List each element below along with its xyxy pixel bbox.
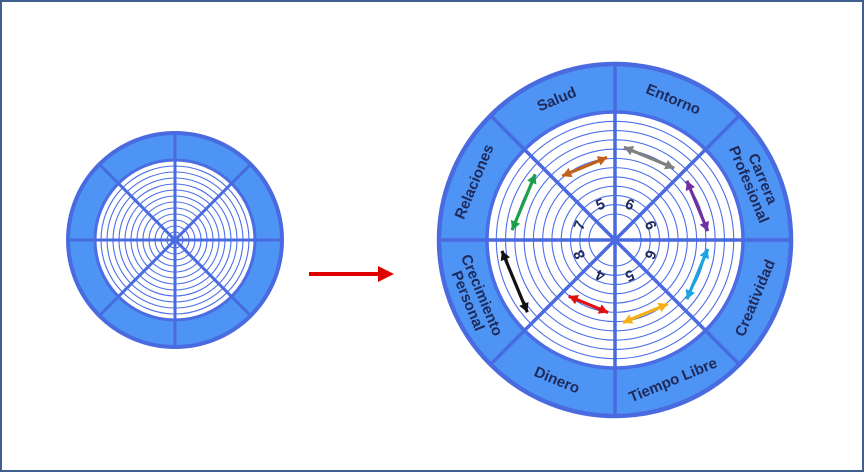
- scored-wheel-divider-line: [489, 238, 617, 366]
- score-arrow-head: [527, 174, 537, 185]
- score-arrow-head: [685, 180, 695, 191]
- score-arrow-shaft: [685, 248, 710, 300]
- transition-arrow: [309, 266, 394, 282]
- score-arrow-head: [699, 220, 709, 232]
- score-arrow-head: [622, 314, 634, 324]
- score-arrow-head: [510, 219, 521, 231]
- blank-wheel-divider-line: [173, 163, 252, 242]
- blank-wheel-divider-line: [98, 163, 177, 242]
- scored-wheel-divider-line: [613, 238, 741, 366]
- score-arrow-head: [623, 146, 635, 156]
- blank-wheel: [66, 131, 284, 349]
- score-arrow-head: [596, 156, 608, 166]
- score-arrow-head: [519, 302, 529, 313]
- score-arrow-shaft: [510, 173, 537, 231]
- score-arrow-head: [562, 167, 573, 178]
- score-arrow-shaft: [500, 250, 529, 313]
- score-arrow-shaft: [685, 180, 710, 232]
- scored-wheel-divider-line: [489, 114, 617, 242]
- score-arrow-head: [597, 304, 609, 314]
- score-arrow-head: [500, 250, 510, 262]
- transition-arrow-head: [378, 266, 394, 282]
- score-arrow-head: [685, 289, 695, 300]
- score-arrow-head: [699, 248, 709, 260]
- blank-wheel-divider-line: [98, 238, 177, 317]
- score-arrow-head: [664, 160, 675, 170]
- score-arrow-head: [568, 294, 579, 305]
- score-arrow-head: [657, 302, 668, 313]
- blank-wheel-divider-line: [173, 238, 252, 317]
- score-arrow-shaft: [623, 145, 675, 170]
- scored-wheel-divider-line: [613, 114, 741, 242]
